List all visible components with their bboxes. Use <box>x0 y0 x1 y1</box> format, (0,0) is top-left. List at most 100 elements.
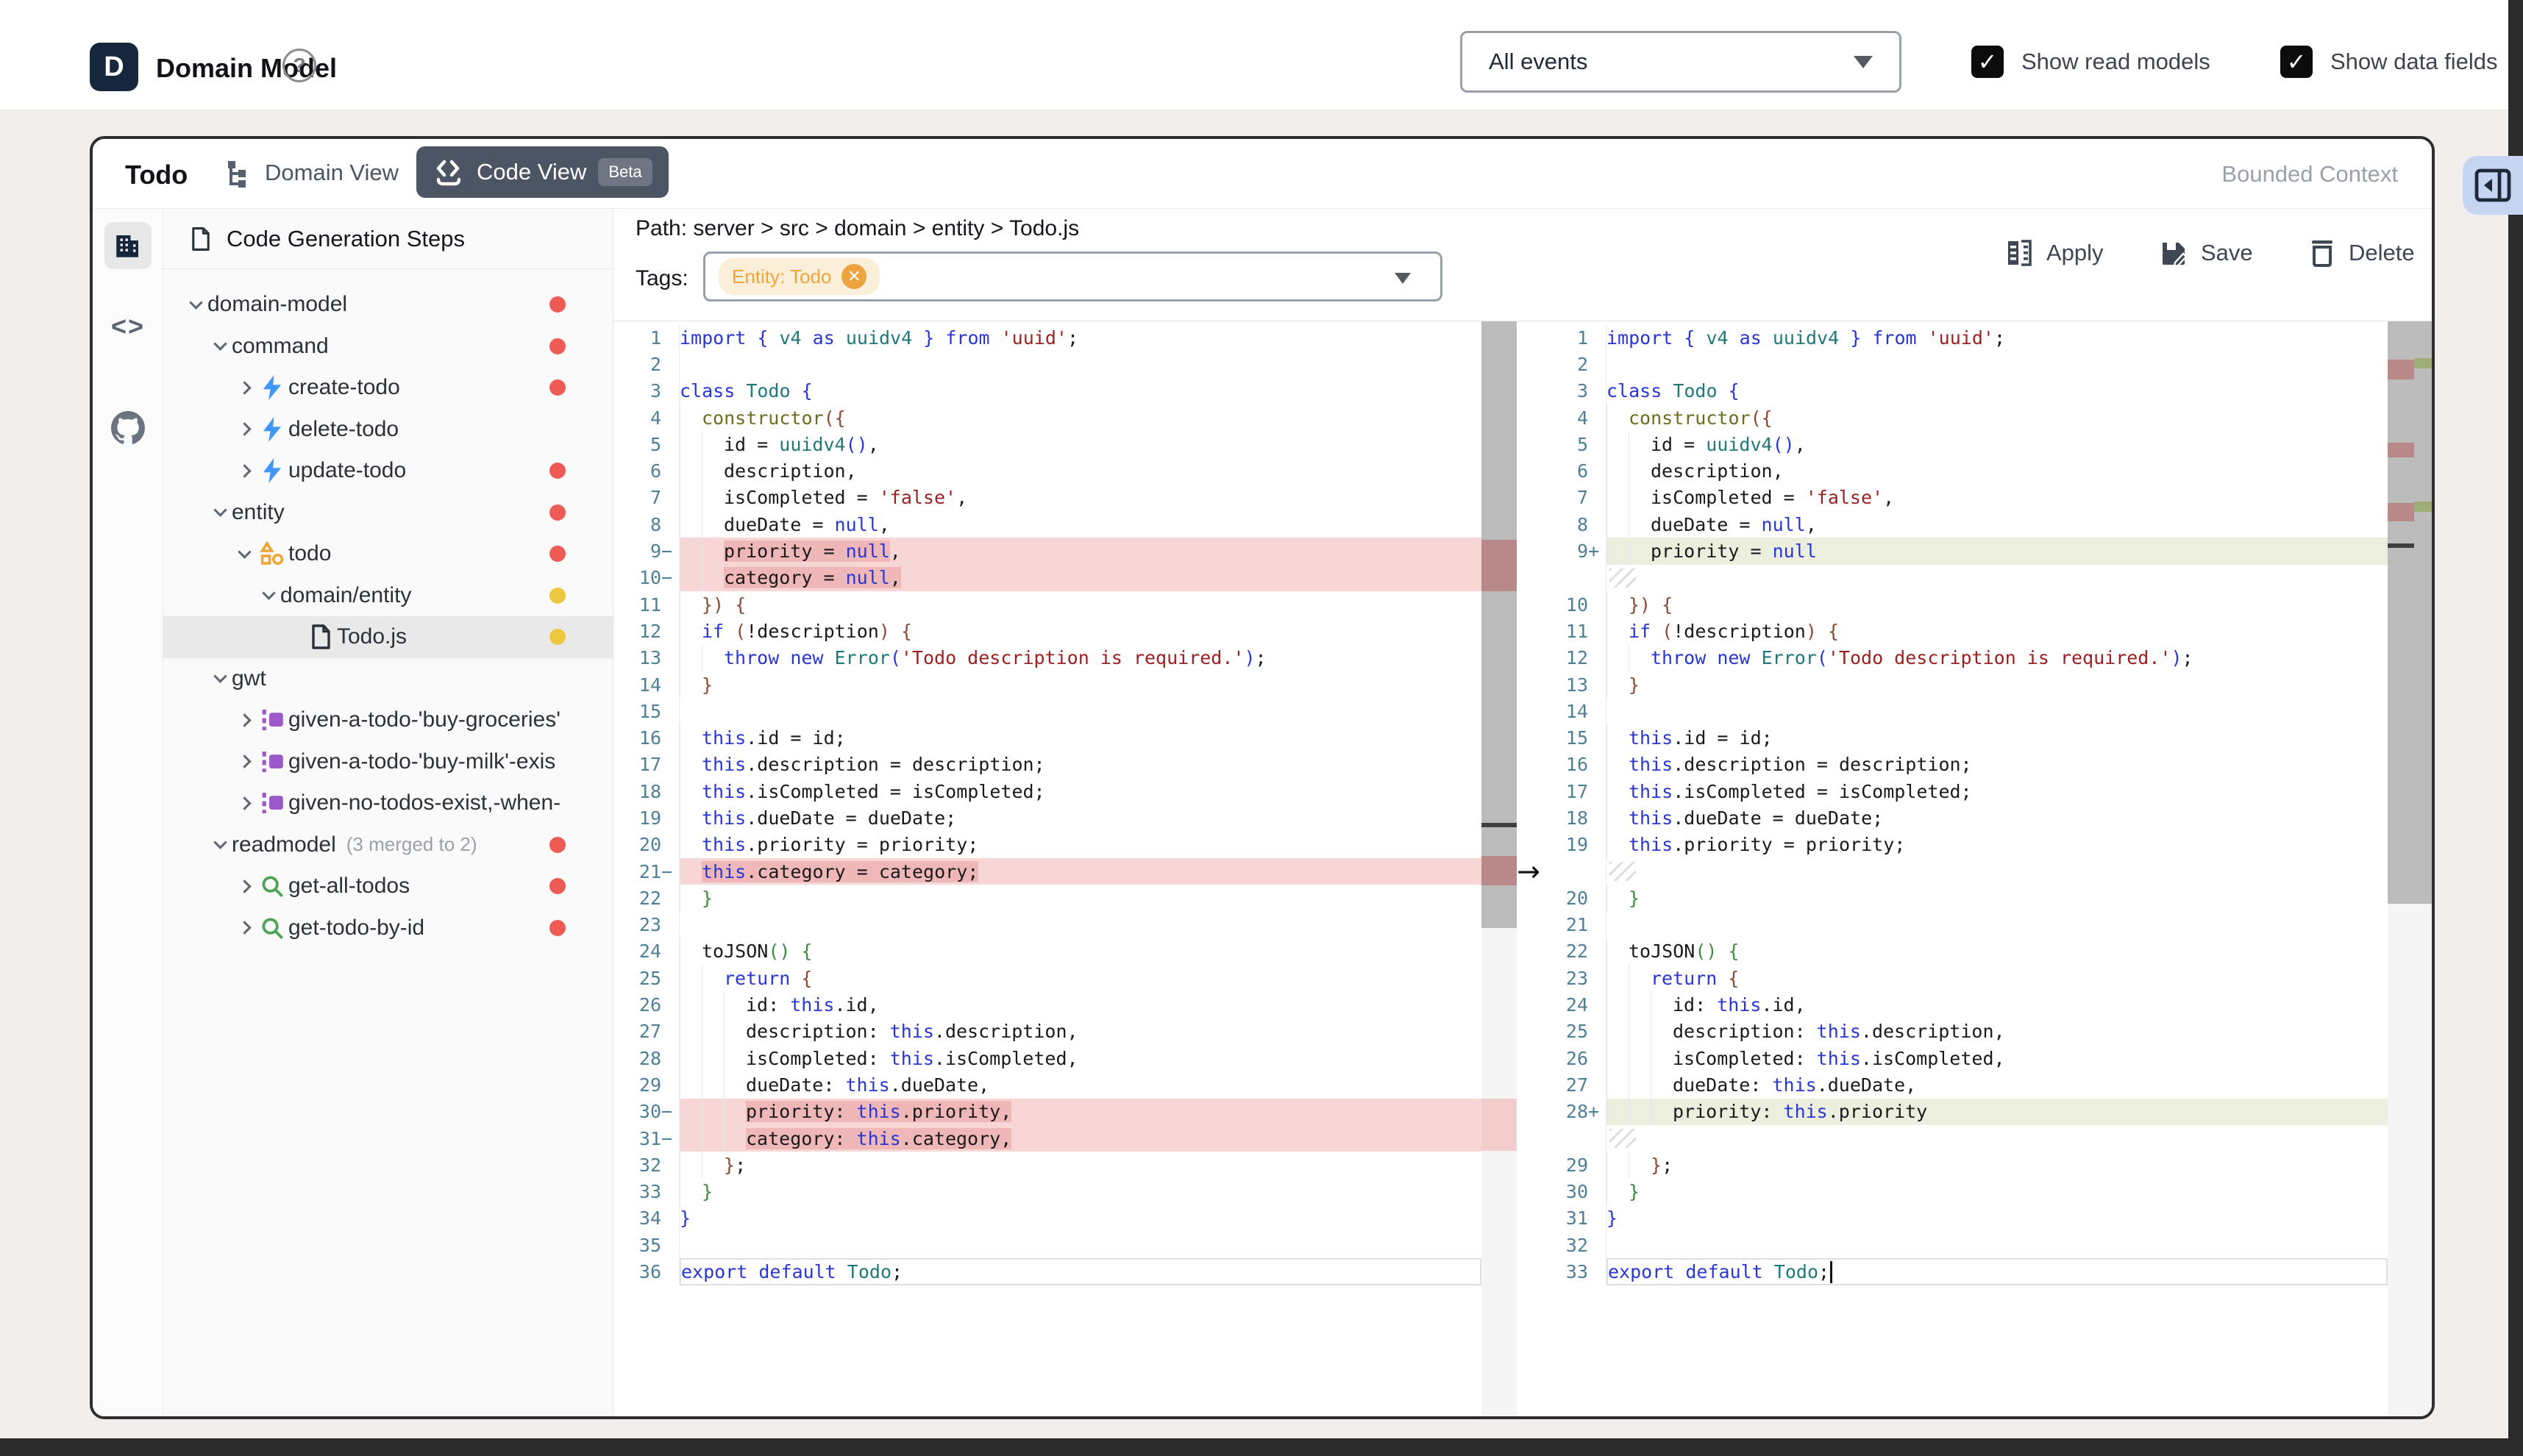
tag-chip-label: Entity: Todo <box>732 265 832 288</box>
sidebar-item-command[interactable]: command <box>163 326 613 368</box>
chevron-down-icon[interactable] <box>208 669 232 684</box>
help-icon[interactable]: ? <box>282 49 316 82</box>
chevron-right-icon[interactable] <box>232 422 256 436</box>
line-number: 8 <box>1540 511 1606 538</box>
tree-item-label: update-todo <box>288 458 407 483</box>
delete-button[interactable]: Delete <box>2309 238 2415 268</box>
tab-domain-view[interactable]: Domain View <box>224 149 399 196</box>
events-dropdown[interactable]: All events <box>1460 31 1901 93</box>
line-number: 32 <box>613 1152 680 1179</box>
left-icon-rail: <> <box>93 209 163 1416</box>
tree-item-label: delete-todo <box>288 416 399 441</box>
search-icon <box>256 874 288 898</box>
scrollbar-thumb[interactable] <box>2388 321 2432 904</box>
line-number: 11 <box>613 590 680 618</box>
lightning-icon <box>256 458 288 484</box>
remove-tag-icon[interactable]: ✕ <box>841 264 867 289</box>
sidebar-item-entity[interactable]: entity <box>163 492 613 534</box>
copy-chunk-arrow[interactable]: → <box>1517 855 1540 888</box>
model-view-rail-button[interactable] <box>104 222 152 269</box>
checkbox-checked-icon[interactable]: ✓ <box>1971 46 2004 78</box>
sidebar-item-domain-entity[interactable]: domain/entity <box>163 575 613 617</box>
chevron-right-icon[interactable] <box>232 464 256 478</box>
line-number: 20 <box>613 831 680 858</box>
bounded-context-label: Bounded Context <box>2221 161 2398 187</box>
chevron-right-icon[interactable] <box>232 921 256 935</box>
sidebar-item-given-no-todos-exist-when-[interactable]: given-no-todos-exist,-when- <box>163 782 613 824</box>
code-line: 30−priority: this.priority, <box>613 1098 1481 1125</box>
show-data-fields-toggle[interactable]: ✓ Show data fields <box>2280 46 2497 78</box>
chevron-down-icon[interactable] <box>232 545 256 559</box>
sidebar-item-delete-todo[interactable]: delete-todo <box>163 409 613 451</box>
left-scrollbar[interactable] <box>1481 321 1517 1416</box>
scenario-icon <box>256 791 288 816</box>
checkbox-checked-icon[interactable]: ✓ <box>2280 46 2313 78</box>
line-number: 4 <box>1540 404 1606 432</box>
line-number: 5 <box>1540 431 1606 458</box>
tab-code-view[interactable]: Code View Beta <box>416 146 669 198</box>
scrollbar-thumb[interactable] <box>1481 321 1517 928</box>
sidebar-item-given-a-todo-buy-groceries-[interactable]: given-a-todo-'buy-groceries' <box>163 699 613 741</box>
tree-item-label: domain-model <box>207 292 348 317</box>
sidebar-item-todo[interactable]: todo <box>163 533 613 575</box>
collapse-panel-button[interactable] <box>2463 156 2523 215</box>
line-number: 15 <box>1540 724 1606 752</box>
diff-marker-deleted <box>2388 503 2414 521</box>
sidebar-item-readmodel[interactable]: readmodel(3 merged to 2) <box>163 824 613 866</box>
sidebar-item-get-todo-by-id[interactable]: get-todo-by-id <box>163 907 613 949</box>
tree-item-label: get-all-todos <box>288 874 410 899</box>
github-icon[interactable] <box>93 406 163 450</box>
file-path-breadcrumb: Path: server > src > domain > entity > T… <box>636 216 1080 240</box>
tag-chip[interactable]: Entity: Todo ✕ <box>719 258 880 295</box>
chevron-down-icon[interactable] <box>208 835 232 850</box>
chevron-right-icon[interactable] <box>232 381 256 395</box>
line-number: 24 <box>1540 991 1606 1018</box>
chevron-right-icon[interactable] <box>232 713 256 727</box>
sidebar-item-update-todo[interactable]: update-todo <box>163 450 613 492</box>
lightning-icon <box>256 375 288 401</box>
apply-button[interactable]: Apply <box>2005 238 2104 268</box>
line-number: 9+ <box>1540 538 1606 565</box>
save-button[interactable]: Save <box>2160 238 2253 268</box>
sidebar-item-domain-model[interactable]: domain-model <box>163 284 613 326</box>
status-dot-red <box>549 379 566 396</box>
sidebar-item-given-a-todo-buy-milk-exis[interactable]: given-a-todo-'buy-milk'-exis <box>163 741 613 783</box>
chevron-down-icon[interactable] <box>208 337 232 351</box>
code-line: 32}; <box>613 1152 1481 1179</box>
tags-input[interactable]: Entity: Todo ✕ <box>703 251 1442 301</box>
code-line: 10−category = null, <box>613 564 1481 591</box>
line-number: 16 <box>613 724 680 752</box>
building-icon <box>116 235 138 257</box>
code-line: 14 <box>1540 698 2388 725</box>
chevron-right-icon[interactable] <box>232 879 256 893</box>
chevron-down-icon[interactable] <box>184 296 207 310</box>
chevron-down-icon[interactable] <box>257 586 280 601</box>
sidebar-item-todo-js[interactable]: Todo.js <box>163 616 613 658</box>
line-number: 14 <box>1540 698 1606 725</box>
show-read-models-toggle[interactable]: ✓ Show read models <box>1971 46 2210 78</box>
status-dot-red <box>549 463 566 479</box>
line-number: 12 <box>613 618 680 645</box>
chevron-down-icon[interactable] <box>208 503 232 518</box>
code-subheader: Path: server > src > domain > entity > T… <box>613 209 2432 321</box>
right-scrollbar[interactable] <box>2388 321 2432 1416</box>
code-rail-button[interactable]: <> <box>110 311 146 341</box>
apply-label: Apply <box>2046 240 2104 265</box>
sidebar-item-get-all-todos[interactable]: get-all-todos <box>163 866 613 907</box>
chevron-right-icon[interactable] <box>232 754 256 768</box>
line-number: 27 <box>1540 1071 1606 1099</box>
sidebar-item-create-todo[interactable]: create-todo <box>163 367 613 409</box>
line-number: 7 <box>613 484 680 512</box>
sidebar-item-gwt[interactable]: gwt <box>163 658 613 700</box>
tree-item-label: command <box>232 333 329 358</box>
status-dot-red <box>549 338 566 354</box>
chevron-right-icon[interactable] <box>232 796 256 810</box>
